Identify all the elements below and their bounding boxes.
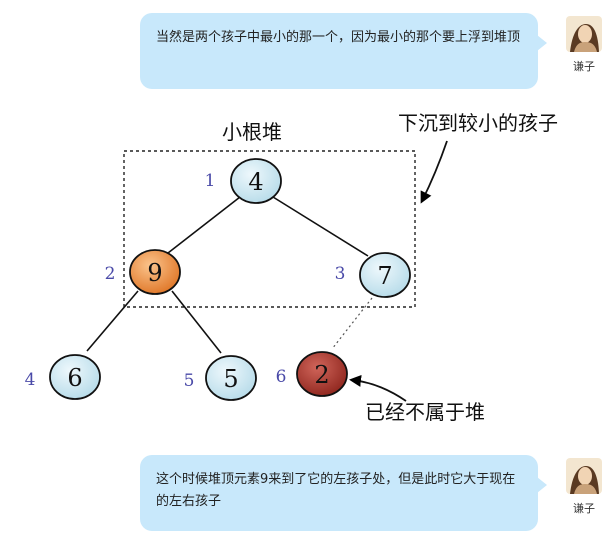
message-text: 当然是两个孩子中最小的那一个，因为最小的那个要上浮到堆顶 xyxy=(156,30,521,45)
tree-node-5: 5 xyxy=(205,355,257,401)
node-value: 6 xyxy=(67,364,82,392)
callout-arrow-bottom xyxy=(349,374,407,402)
edge-3-6-dotted xyxy=(331,297,373,350)
callout-arrow-top xyxy=(420,140,448,204)
message-bubble: 当然是两个孩子中最小的那一个，因为最小的那个要上浮到堆顶 xyxy=(140,13,547,89)
node-value: 7 xyxy=(377,262,392,290)
callout-outside-label: 已经不属于堆 xyxy=(365,400,485,424)
avatar-image-icon xyxy=(566,16,602,52)
node-index-label: 1 xyxy=(205,171,216,191)
tree-node-6: 2 xyxy=(296,351,348,397)
node-value: 4 xyxy=(248,168,263,196)
heap-boundary-box xyxy=(123,150,416,308)
avatar[interactable] xyxy=(566,16,602,52)
tree-node-3: 7 xyxy=(359,252,411,298)
edge-1-3 xyxy=(272,196,369,257)
edge-2-5 xyxy=(171,290,222,354)
node-value: 9 xyxy=(147,259,162,287)
tree-node-1: 4 xyxy=(230,158,282,204)
avatar-name: 谦子 xyxy=(573,502,595,515)
node-index-label: 3 xyxy=(335,264,346,284)
avatar-image-icon xyxy=(566,458,602,494)
node-index-label: 4 xyxy=(25,370,36,390)
node-index-label: 2 xyxy=(105,264,116,284)
node-value: 2 xyxy=(314,361,329,389)
heap-diagram: 小根堆 4 1 9 2 7 3 6 4 5 5 2 6 下沉到较小的孩子 已经不… xyxy=(25,111,558,424)
avatar-name: 谦子 xyxy=(573,60,595,73)
avatar[interactable] xyxy=(566,458,602,494)
edge-2-4 xyxy=(86,290,139,352)
tree-node-2: 9 xyxy=(129,249,181,295)
node-index-label: 5 xyxy=(184,371,195,391)
tree-node-4: 6 xyxy=(49,354,101,400)
node-value: 5 xyxy=(223,365,238,393)
message-text: 这个时候堆顶元素9来到了它的左孩子处，但是此时它大于现在的左右孩子 xyxy=(156,472,516,509)
callout-sink-label: 下沉到较小的孩子 xyxy=(398,111,558,135)
node-index-label: 6 xyxy=(276,367,287,387)
box-title: 小根堆 xyxy=(222,120,282,144)
edge-1-2 xyxy=(167,196,241,254)
message-bubble: 这个时候堆顶元素9来到了它的左孩子处，但是此时它大于现在的左右孩子 xyxy=(140,455,547,531)
